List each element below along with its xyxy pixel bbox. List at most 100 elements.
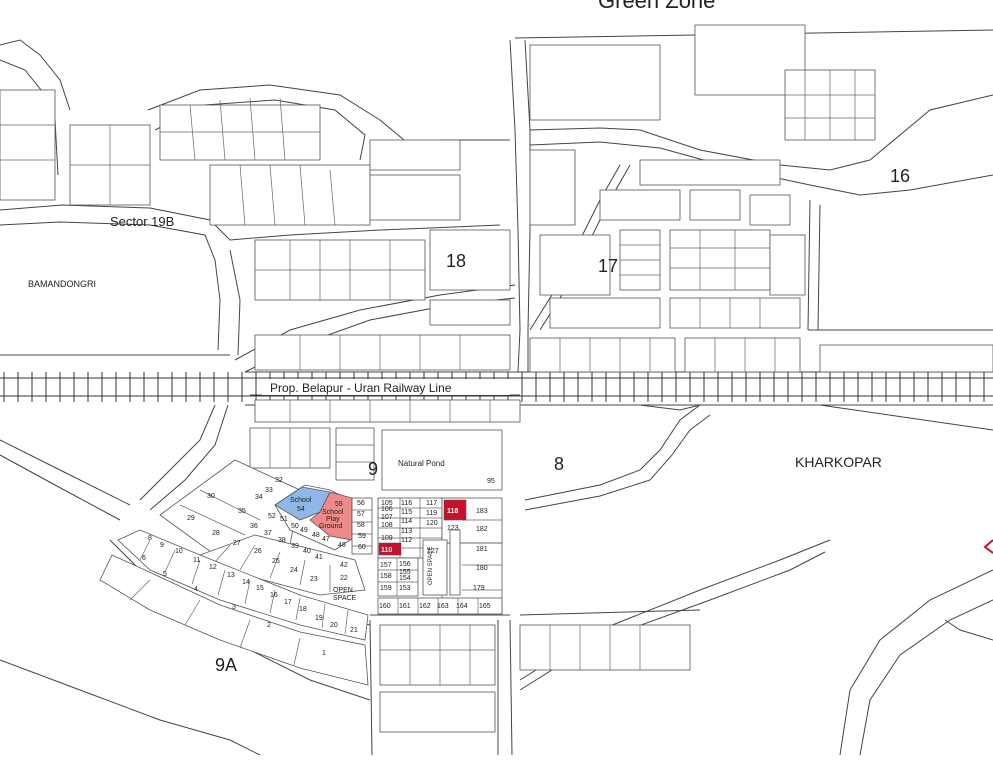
plot-number-17: 17 (284, 599, 292, 606)
plot-number-8: 8 (148, 535, 152, 542)
location-marker-icon (983, 539, 993, 554)
plot-number-157: 157 (380, 562, 392, 569)
plot-number-59: 59 (358, 533, 366, 540)
plot-number-27: 27 (233, 540, 241, 547)
plot-number-106: 106 (381, 506, 393, 513)
plot-number-116: 116 (401, 500, 412, 507)
plot-number-20: 20 (330, 622, 338, 629)
playground-label-2: Play (326, 516, 340, 523)
plot-number-labels: 1234568910111213141516171819202122232425… (142, 477, 495, 657)
plot-number-155: 155 (399, 569, 411, 576)
sector-19b-label: Sector 19B (110, 214, 174, 229)
plot-number-162: 162 (419, 603, 431, 610)
plot-number-23: 23 (310, 576, 318, 583)
natural-pond-label: Natural Pond (398, 459, 445, 468)
plot-number-120: 120 (426, 520, 438, 527)
plot-number-1: 1 (322, 650, 326, 657)
plot-number-153: 153 (399, 585, 411, 592)
plot-number-26: 26 (254, 548, 262, 555)
bamandongri-label: BAMANDONGRI (28, 279, 96, 289)
plot-number-114: 114 (401, 518, 412, 525)
plot-number-6: 6 (142, 555, 146, 562)
plot-number-10: 10 (175, 548, 183, 555)
plot-number-2: 2 (267, 622, 271, 629)
plot-number-12: 12 (209, 564, 217, 571)
plot-number-25: 25 (272, 558, 280, 565)
playground-label-1: School (322, 509, 344, 516)
school-labels: School 54 55 School Play Ground (290, 497, 344, 530)
plot-number-48: 48 (312, 532, 320, 539)
plot-number-4: 4 (194, 586, 198, 593)
plot-number-32: 32 (275, 477, 283, 484)
plot-number-123: 123 (447, 525, 459, 532)
plot-number-47: 47 (322, 536, 330, 543)
plot-number-160: 160 (379, 603, 391, 610)
plot-number-16: 16 (270, 592, 278, 599)
plot-number-50: 50 (291, 523, 299, 530)
plot-number-21: 21 (350, 627, 358, 634)
plot-118-label: 118 (447, 508, 458, 515)
plot-number-34: 34 (255, 494, 263, 501)
plot-number-113: 113 (401, 528, 412, 535)
plot-number-35: 35 (238, 508, 246, 515)
open-space-vertical-label: OPEN SPACE (428, 546, 434, 585)
plot-number-5: 5 (163, 571, 167, 578)
plot-number-108: 108 (381, 522, 393, 529)
plot-number-119: 119 (426, 510, 437, 517)
plot-118-highlight (443, 499, 467, 521)
plot-number-51: 51 (280, 516, 288, 523)
plot-number-161: 161 (399, 603, 411, 610)
sector-17-blocks (529, 24, 993, 373)
plot-number-164: 164 (456, 603, 468, 610)
sector-9-blocks: Natural Pond (99, 399, 691, 733)
plot-number-38: 38 (278, 537, 286, 544)
plot-number-156: 156 (399, 561, 411, 568)
plot-number-158: 158 (380, 573, 392, 580)
plot-110-label: 110 (381, 547, 392, 554)
sector-17-label: 17 (598, 256, 618, 276)
plot-number-37: 37 (264, 530, 272, 537)
plot-number-28: 28 (212, 530, 220, 537)
plot-number-40: 40 (303, 548, 311, 555)
plot-number-18: 18 (299, 606, 307, 613)
plot-number-165: 165 (479, 603, 491, 610)
open-space-label-line1: OPEN (333, 587, 353, 594)
plot-number-41: 41 (315, 554, 323, 561)
plot-number-15: 15 (256, 585, 264, 592)
playground-plot-number: 55 (335, 501, 343, 508)
plot-number-154: 154 (399, 575, 411, 582)
sector-18-label: 18 (446, 251, 466, 271)
plot-number-13: 13 (227, 572, 235, 579)
plot-number-11: 11 (193, 557, 200, 564)
sector-labels: 16 17 18 Sector 19B 9 8 9A BAMANDONGRI K… (28, 166, 910, 675)
plot-number-19: 19 (315, 615, 323, 622)
plot-number-127: 127 (427, 548, 439, 555)
plot-number-57: 57 (357, 511, 365, 518)
plot-number-95: 95 (487, 478, 495, 485)
plot-number-56: 56 (357, 500, 365, 507)
plot-number-112: 112 (401, 537, 412, 544)
plot-number-46: 46 (338, 542, 346, 549)
plot-number-107: 107 (381, 514, 393, 521)
plot-number-36: 36 (250, 523, 258, 530)
playground-label-3: Ground (319, 523, 342, 530)
plot-number-52: 52 (268, 513, 276, 520)
sector-18-blocks (0, 89, 511, 371)
plot-number-109: 109 (381, 535, 393, 542)
school-plot-number: 54 (297, 506, 305, 513)
plot-number-24: 24 (290, 567, 298, 574)
plot-number-39: 39 (291, 543, 299, 550)
sector-9a-label: 9A (215, 655, 237, 675)
plot-number-181: 181 (476, 546, 488, 553)
highlight-labels: 118 110 (381, 508, 458, 554)
plot-number-180: 180 (476, 565, 488, 572)
sector-16-label: 16 (890, 166, 910, 186)
plot-number-33: 33 (265, 487, 273, 494)
plot-number-3: 3 (232, 604, 236, 611)
plot-number-159: 159 (380, 585, 392, 592)
plot-number-60: 60 (358, 544, 366, 551)
open-space-label-line2: SPACE (333, 595, 357, 602)
sector-8-label: 8 (554, 454, 564, 474)
